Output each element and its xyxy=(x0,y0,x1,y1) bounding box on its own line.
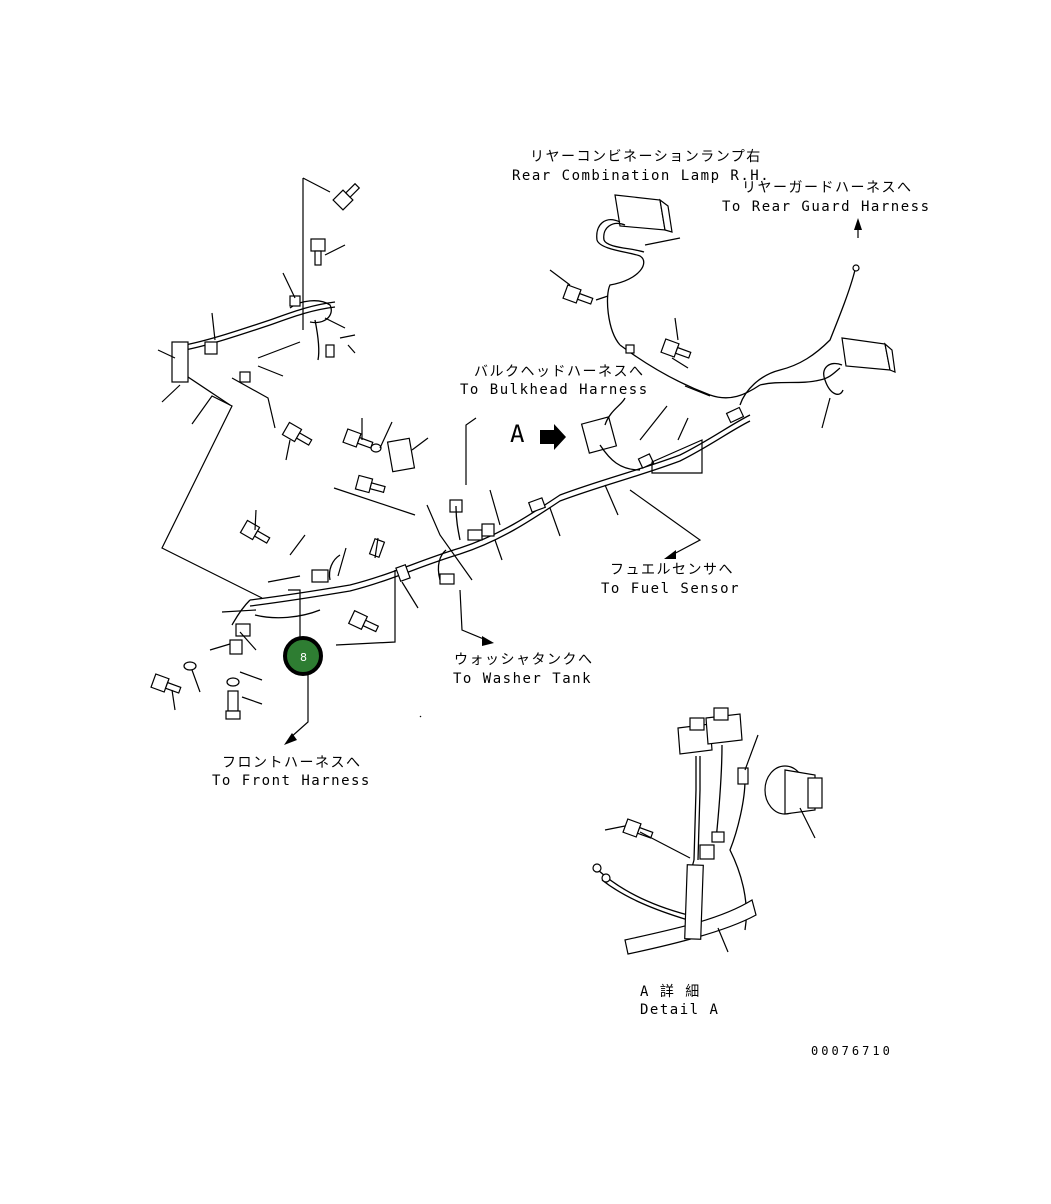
rear-lamps xyxy=(596,194,896,406)
bulkhead-label: To Bulkhead Harness xyxy=(460,382,649,398)
detail-a-label: Detail A xyxy=(640,1002,719,1018)
detail-a-label-jp: A 詳 細 xyxy=(640,984,701,1000)
front-harness-label: To Front Harness xyxy=(212,773,371,789)
destination-arrows xyxy=(284,417,702,745)
bulkhead-label-jp: バルクヘッドハーネスへ xyxy=(474,364,645,380)
rear-leaders xyxy=(549,237,831,474)
rear-lamp-label: Rear Combination Lamp R.H. xyxy=(512,168,770,184)
fuel-sensor-label-jp: フュエルセンサへ xyxy=(610,562,734,578)
rear-guard-label-jp: リヤーガードハーネスへ xyxy=(742,180,913,196)
callout-number: 8 xyxy=(300,651,307,664)
upper-left-harness xyxy=(171,295,336,406)
detail-a-drawing xyxy=(592,707,823,955)
view-a-arrow-icon xyxy=(540,424,566,450)
washer-tank-label: To Washer Tank xyxy=(453,671,592,687)
leader-lines xyxy=(157,177,619,711)
rear-lamp-label-jp: リヤーコンビネーションランプ右 xyxy=(530,149,762,165)
speck xyxy=(419,715,422,718)
washer-tank-label-jp: ウォッシャタンクへ xyxy=(454,652,594,668)
view-a-marker xyxy=(540,397,641,471)
bolts xyxy=(150,182,692,720)
fuel-sensor-label: To Fuel Sensor xyxy=(601,581,740,597)
front-harness-label-jp: フロントハーネスへ xyxy=(222,755,362,771)
drawing-number: 00076710 xyxy=(811,1044,893,1058)
rear-guard-label: To Rear Guard Harness xyxy=(722,199,931,215)
rear-guard-arrow-icon xyxy=(854,218,862,230)
callout-8-button[interactable]: 8 xyxy=(283,636,323,676)
view-a-label: A xyxy=(510,420,526,448)
main-harness xyxy=(229,406,751,655)
